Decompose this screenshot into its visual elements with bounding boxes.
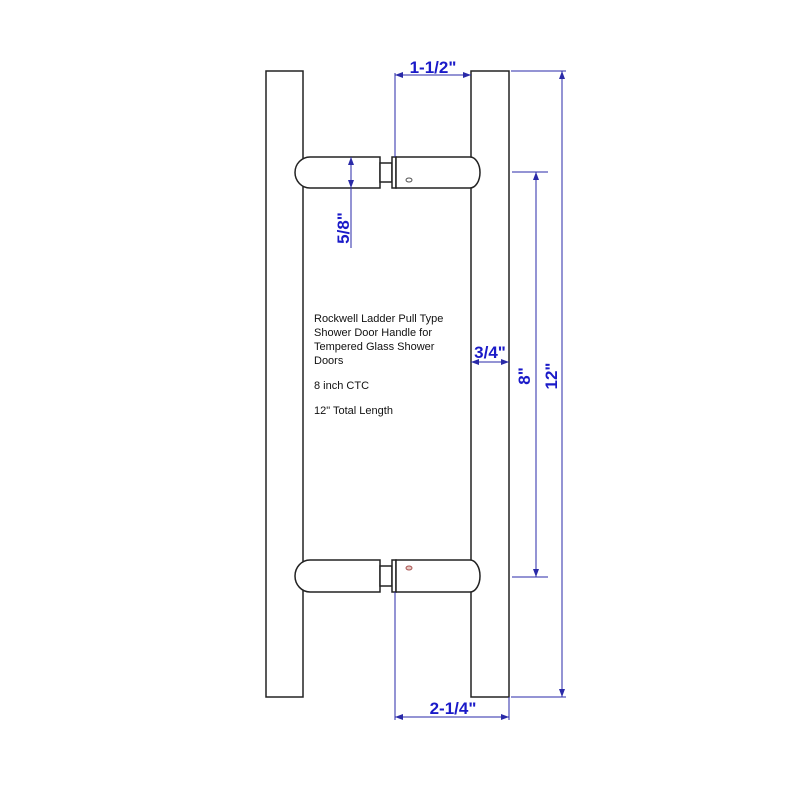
note-line: Shower Door Handle for (314, 327, 432, 339)
dim-label: 8" (515, 367, 534, 385)
note-line: Doors (314, 355, 344, 367)
set-screw-icon (405, 565, 413, 571)
dim-label: 1-1/2" (410, 58, 457, 77)
dim-label: 2-1/4" (430, 699, 477, 718)
dim-center-to-center: 8" (512, 171, 548, 578)
dim-label: 3/4" (474, 343, 506, 362)
product-notes: Rockwell Ladder Pull Type Shower Door Ha… (314, 313, 443, 417)
set-screw-icon (405, 177, 413, 183)
top-standoff (294, 156, 481, 189)
note-length: 12" Total Length (314, 405, 393, 417)
note-line: Tempered Glass Shower (314, 341, 435, 353)
bottom-standoff (294, 559, 481, 593)
dim-standoff-diameter: 5/8" (334, 157, 354, 248)
note-line: Rockwell Ladder Pull Type (314, 313, 443, 325)
dim-projection: 2-1/4" (394, 592, 510, 720)
dim-bar-diameter: 3/4" (471, 343, 509, 365)
dim-label: 12" (542, 363, 561, 390)
dim-standoff-gap: 1-1/2" (394, 58, 471, 157)
note-ctc: 8 inch CTC (314, 380, 369, 392)
dim-label: 5/8" (334, 212, 353, 244)
dim-total-length: 12" (511, 70, 566, 698)
